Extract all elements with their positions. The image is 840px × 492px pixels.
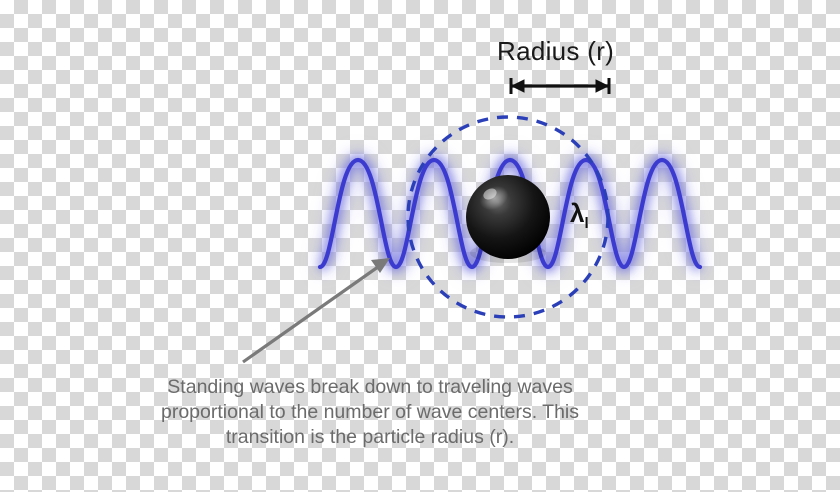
nucleus-sphere xyxy=(466,175,550,263)
lambda-symbol: λ xyxy=(570,198,585,228)
caption-pointer-arrow xyxy=(242,258,390,364)
caption-line-1: Standing waves break down to traveling w… xyxy=(167,376,573,398)
radius-label: Radius (r) xyxy=(497,36,615,66)
standing-wave-curve xyxy=(316,153,704,274)
lambda-label: λl xyxy=(570,198,589,232)
lambda-subscript: l xyxy=(584,215,589,233)
caption-line-3: transition is the particle radius (r). xyxy=(225,426,515,448)
caption-line-2: proportional to the number of wave cente… xyxy=(160,401,580,423)
radius-measure-bar xyxy=(509,78,611,94)
caption-text: Standing waves break down to traveling w… xyxy=(140,375,600,450)
dashed-orbit-circle xyxy=(406,115,610,319)
